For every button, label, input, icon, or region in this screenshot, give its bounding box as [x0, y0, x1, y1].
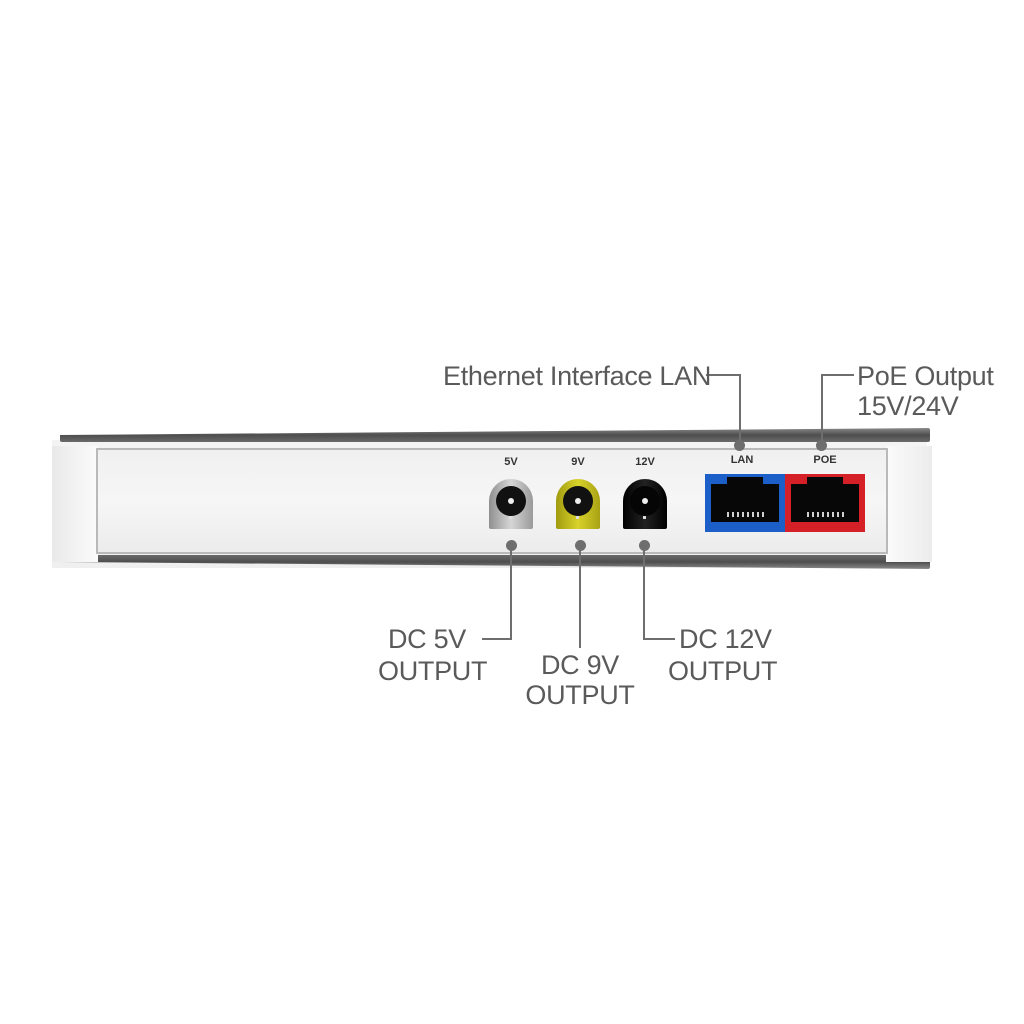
callout-dc9-line1: DC 9V	[540, 650, 620, 680]
leader-line-v	[579, 545, 581, 648]
poe-rj45-port	[785, 474, 865, 532]
jack-pin-icon	[508, 498, 514, 504]
leader-line-h	[643, 638, 675, 640]
jack-hole-icon	[630, 486, 660, 516]
leader-line-v	[739, 374, 741, 444]
rj45-latch-slot	[807, 477, 843, 485]
jack-hole-icon	[563, 486, 593, 516]
leader-line-h	[706, 374, 741, 376]
leader-line-v	[643, 545, 645, 640]
leader-line-h	[482, 638, 512, 640]
jack-nub-icon	[509, 516, 512, 519]
leader-dot	[734, 440, 745, 451]
rj45-contacts-icon	[807, 512, 845, 517]
leader-line-h	[821, 374, 854, 376]
callout-poe-output: PoE Output	[857, 361, 994, 391]
rj45-contacts-icon	[727, 512, 765, 517]
port-label-poe: POE	[813, 454, 837, 466]
dc-5v-jack	[489, 479, 533, 529]
device-top-rail	[60, 428, 930, 442]
device-left-end-cap	[52, 446, 98, 562]
callout-dc12-line2: OUTPUT	[668, 656, 778, 686]
callout-dc5-line2: OUTPUT	[378, 656, 488, 686]
jack-nub-icon	[576, 516, 579, 519]
callout-dc5-line1: DC 5V	[387, 624, 467, 654]
jack-nub-icon	[643, 516, 646, 519]
callout-dc12-line1: DC 12V	[679, 624, 772, 654]
jack-pin-icon	[642, 498, 648, 504]
port-label-lan: LAN	[730, 454, 754, 466]
port-label-9v: 9V	[571, 456, 585, 468]
leader-line-v	[510, 545, 512, 640]
leader-line-v	[821, 374, 823, 444]
port-label-5v: 5V	[504, 456, 518, 468]
callout-dc9-line2: OUTPUT	[525, 680, 635, 710]
jack-hole-icon	[496, 486, 526, 516]
dc-12v-jack	[623, 479, 667, 529]
jack-pin-icon	[575, 498, 581, 504]
device-right-end-cap	[886, 446, 932, 562]
callout-poe-voltage: 15V/24V	[857, 391, 959, 421]
rj45-latch-slot	[727, 477, 763, 485]
lan-rj45-port	[705, 474, 785, 532]
leader-dot	[816, 440, 827, 451]
port-label-12v: 12V	[635, 456, 655, 468]
callout-ethernet-lan: Ethernet Interface LAN	[443, 361, 712, 391]
dc-9v-jack	[556, 479, 600, 529]
